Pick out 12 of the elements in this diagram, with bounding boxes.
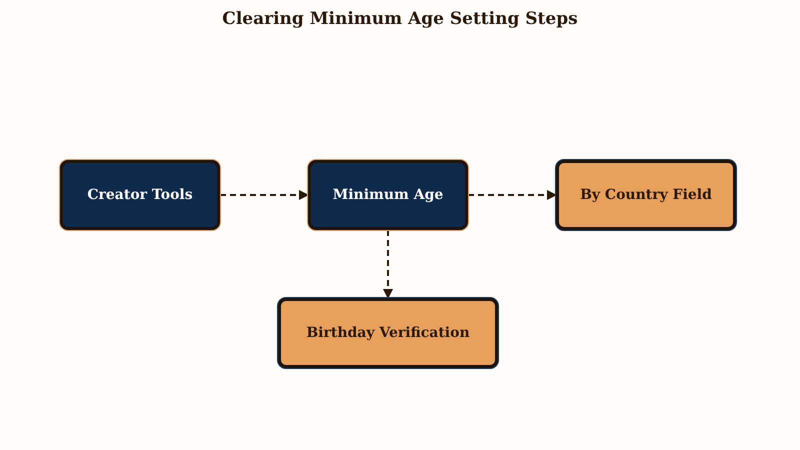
arrow <box>220 190 309 200</box>
diagram-title: Clearing Minimum Age Setting Steps <box>222 9 578 29</box>
arrow <box>468 190 557 200</box>
box-label: Minimum Age <box>332 187 444 203</box>
process-box <box>60 160 220 230</box>
box-label: Creator Tools <box>87 187 193 203</box>
process-box <box>556 160 736 230</box>
process-box <box>308 160 468 230</box>
box-label: Birthday Verification <box>306 325 470 341</box>
box-label: By Country Field <box>580 187 712 203</box>
process-box <box>278 298 498 368</box>
arrow <box>383 230 393 299</box>
